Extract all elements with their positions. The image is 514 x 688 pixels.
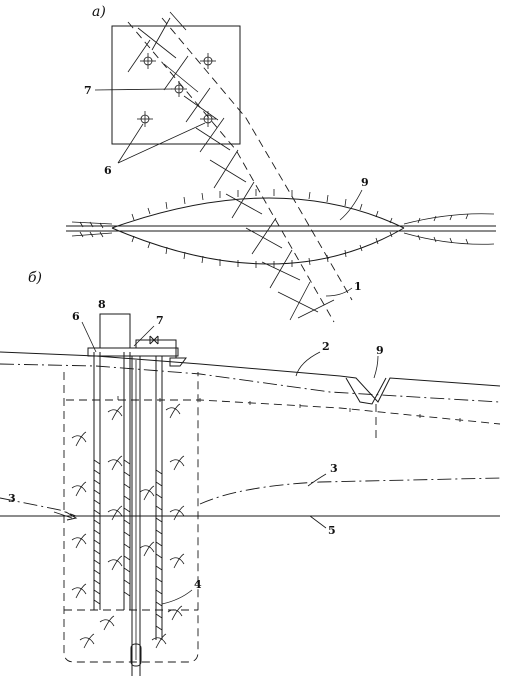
discharge-trough	[169, 357, 187, 367]
line-3-left	[0, 497, 77, 517]
well-marker	[140, 53, 156, 69]
leader-9a	[339, 189, 363, 221]
excavation-section	[345, 377, 387, 405]
label-7a: 7	[84, 84, 92, 97]
central-pump-well	[130, 356, 142, 676]
leader-2	[295, 351, 321, 377]
well-head-platform	[87, 347, 179, 357]
leader-6b	[81, 321, 97, 353]
line-2	[0, 363, 501, 403]
well-marker	[200, 111, 216, 127]
excavation-plan	[66, 189, 496, 268]
label-1: 1	[354, 280, 362, 293]
leader-4	[161, 589, 193, 605]
label-6b: 6	[72, 310, 80, 323]
well-marker	[200, 53, 216, 69]
label-4: 4	[194, 578, 202, 591]
fracture-zone-band	[127, 11, 353, 323]
leader-1	[325, 287, 353, 297]
leader-3a	[53, 511, 73, 519]
label-3b: 3	[330, 462, 338, 475]
label-9b: 9	[376, 344, 384, 357]
label-2: 2	[322, 340, 330, 353]
label-6a: 6	[104, 164, 112, 177]
label-5: 5	[328, 524, 336, 537]
well-pipe-right	[155, 356, 163, 640]
leader-6a-2	[117, 122, 206, 164]
label-3a: 3	[8, 492, 16, 505]
leader-9b	[373, 355, 379, 379]
well-marker	[171, 81, 187, 97]
label-8: 8	[98, 298, 106, 311]
equipment-box-8	[99, 313, 131, 349]
line-3-right	[199, 477, 501, 505]
leader-7b	[133, 325, 155, 347]
dashed-ground-line	[66, 399, 501, 425]
zone-hatching	[71, 403, 185, 649]
leader-7a	[94, 88, 173, 91]
square-platform	[111, 25, 241, 145]
ground-surface-line	[0, 351, 501, 403]
subfigure-b-label: б)	[28, 270, 42, 286]
leader-6a	[117, 123, 144, 164]
leader-5	[309, 515, 327, 529]
well-pipe-middle	[123, 352, 131, 610]
label-7b: 7	[156, 314, 164, 327]
arrowhead-3a	[65, 511, 78, 521]
well-pipe-left	[93, 352, 101, 610]
valve-icon	[149, 335, 159, 345]
frozen-zone-boundary	[63, 372, 199, 663]
subfigure-a-label: а)	[92, 4, 106, 20]
label-9a: 9	[361, 176, 369, 189]
well-marker	[137, 111, 153, 127]
leader-3b	[307, 473, 327, 487]
